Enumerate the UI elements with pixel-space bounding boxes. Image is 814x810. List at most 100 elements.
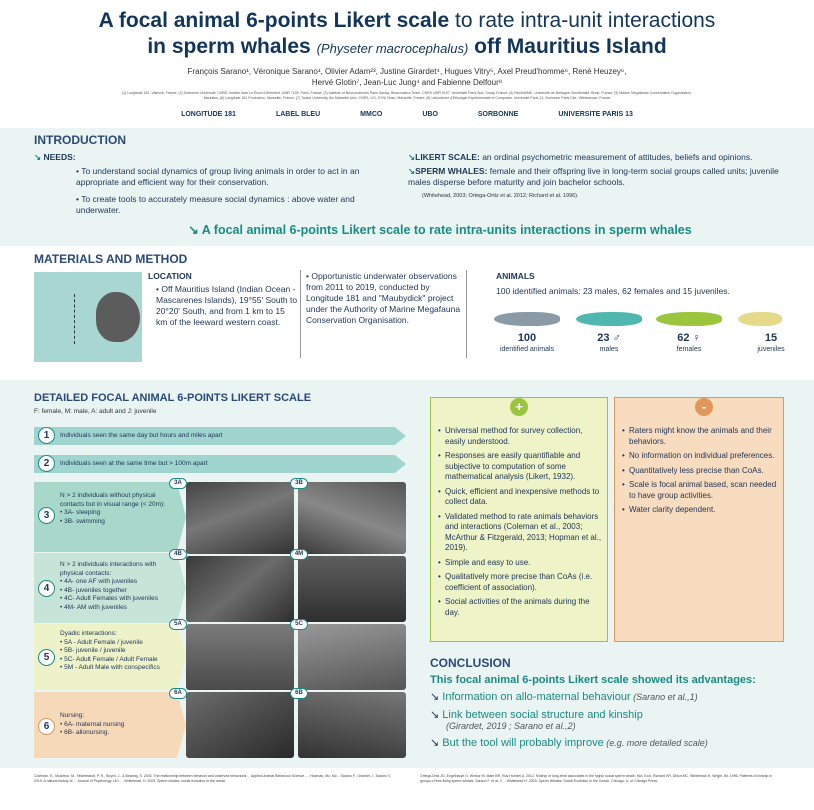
likert-row-2	[34, 455, 406, 473]
animal-count-label: juveniles	[757, 346, 785, 353]
photo-5a	[186, 624, 294, 690]
row-3-text: N > 2 individuals without physical conta…	[60, 492, 165, 525]
authors-line-1: François Sarano¹, Véronique Sarano¹, Oli…	[187, 67, 627, 76]
observation-text: • Opportunistic underwater observations …	[306, 271, 461, 325]
arrow-icon: ↘	[188, 223, 202, 237]
location-text: • Off Mauritius Island (Indian Ocean - M…	[156, 284, 298, 327]
row-2-text: Individuals seen at the same time but > …	[60, 460, 208, 467]
divider	[466, 270, 467, 358]
arrow-icon: ↘	[408, 152, 416, 162]
logo-row: LONGITUDE 181 LABEL BLEU MMCO UBO SORBON…	[0, 107, 814, 121]
logo-label-bleu: LABEL BLEU	[275, 110, 321, 118]
sperm-whale-refs: (Whitehead, 2003; Ortega-Ortiz et al. 20…	[422, 193, 579, 199]
divider	[300, 270, 301, 358]
title-part-c: in sperm whales	[147, 35, 317, 58]
advantage-item: Quick, efficient and inexpensive methods…	[438, 487, 603, 508]
tag-3b: 3B	[290, 478, 308, 489]
need-1: • To understand social dynamics of group…	[76, 166, 360, 187]
photo-3a	[186, 482, 294, 554]
needs-label: ↘ NEEDS:	[34, 152, 76, 162]
advantage-item: Simple and easy to use.	[438, 558, 603, 569]
affiliations: (1) Longitude 181, Valence, France; (2) …	[122, 91, 692, 100]
methods-heading: MATERIALS AND METHOD	[34, 252, 188, 266]
level-1-number: 1	[38, 427, 55, 444]
limitation-item: Scale is focal animal based, scan needed…	[622, 480, 780, 501]
arrow-icon: ↘	[408, 166, 416, 176]
likert-row-6-bg	[34, 692, 186, 758]
arrow-icon: ↘	[430, 691, 443, 703]
advantage-item: Responses are easily quantifiable and su…	[438, 451, 603, 483]
row-6-text: Nursing: • 6A- maternal nursing • 6B- al…	[60, 712, 125, 736]
animal-count-number: 100	[517, 332, 537, 344]
advantages-list: Universal method for survey collection, …	[438, 426, 603, 622]
likert-legend: F: female, M: male, A: adult and J: juve…	[34, 408, 157, 415]
likert-row-4-bg	[34, 553, 186, 623]
arrow-icon: ↘	[430, 737, 443, 749]
intro-banner: ↘ A focal animal 6-points Likert scale t…	[188, 223, 692, 237]
row-5-text: Dyadic interactions: • 5A - Adult Female…	[60, 630, 160, 671]
tag-4m: 4M	[290, 549, 308, 560]
limitation-item: Raters might know the animals and their …	[622, 426, 780, 447]
logo-paris13: UNIVERSITE PARIS 13	[558, 110, 633, 118]
likert-heading: DETAILED FOCAL ANIMAL 6-POINTS LIKERT SC…	[34, 392, 312, 404]
level-2-number: 2	[38, 455, 55, 472]
tag-3a: 3A	[169, 478, 187, 489]
conclusion-point-1: ↘ Information on allo-maternal behaviour…	[430, 691, 698, 703]
advantage-item: Universal method for survey collection, …	[438, 426, 603, 447]
animal-count-number: 15	[764, 332, 778, 344]
animal-count-label: males	[599, 346, 619, 353]
likert-row-5-bg	[34, 624, 186, 690]
plus-icon: +	[510, 398, 528, 416]
poster-header: A focal animal 6-points Likert scale to …	[0, 0, 814, 128]
conclusion-point-3: ↘ But the tool will probably improve (e.…	[430, 737, 708, 749]
advantage-item: Social activities of the animals during …	[438, 597, 603, 618]
conclusion-lead: This focal animal 6-points Likert scale …	[430, 674, 756, 686]
photo-6a	[186, 692, 294, 758]
photo-3b	[298, 482, 406, 554]
tag-6a: 6A	[169, 688, 187, 699]
study-area-lines	[74, 294, 94, 344]
conclusion-heading: CONCLUSION	[430, 656, 511, 670]
row-4-text: N > 2 individuals interactions with phys…	[60, 561, 159, 611]
animal-count-number: 23 ♂	[597, 332, 621, 344]
logo-longitude: LONGITUDE 181	[181, 110, 236, 118]
whale-icon	[494, 312, 560, 326]
animals-text: 100 identified animals: 23 males, 62 fem…	[496, 286, 730, 296]
introduction-section	[0, 128, 814, 246]
logo-ubo: UBO	[422, 110, 438, 118]
minus-icon: -	[695, 398, 713, 416]
level-5-number: 5	[38, 649, 55, 666]
likert-definition: ↘LIKERT SCALE: an ordinal psychometric m…	[408, 152, 753, 162]
animal-count-label: females	[676, 346, 702, 353]
title-species: (Physeter macrocephalus)	[316, 41, 469, 56]
references-right: Ortega-Ortiz JG, Engelhaupt D, Winsor M,…	[420, 774, 773, 783]
level-6-number: 6	[38, 718, 55, 735]
tag-6b: 6B	[290, 688, 308, 699]
references: Coleman, K., McArthur, M., Hildebrandt, …	[0, 770, 814, 810]
likert-row-3-bg	[34, 482, 186, 552]
authors: François Sarano¹, Véronique Sarano¹, Oli…	[0, 66, 814, 88]
arrow-icon: ↘	[430, 709, 443, 721]
references-left: Coleman, K., McArthur, M., Hildebrandt, …	[34, 774, 391, 783]
limitation-item: No information on individual preferences…	[622, 451, 780, 462]
tag-4b: 4B	[169, 549, 187, 560]
limitations-list: Raters might know the animals and their …	[622, 426, 780, 520]
whale-icon	[656, 312, 722, 326]
limitation-item: Water clarity dependent.	[622, 505, 780, 516]
level-3-number: 3	[38, 507, 55, 524]
whale-icon	[738, 312, 782, 326]
conclusion: CONCLUSION This focal animal 6-points Li…	[430, 656, 800, 749]
photo-4b	[186, 556, 294, 622]
title-part-a: A focal animal 6-points Likert scale	[98, 9, 450, 32]
tag-5c: 5C	[290, 619, 308, 630]
title-part-b: to rate intra-unit interactions	[449, 9, 716, 32]
conclusion-point-2-ref: (Girardet, 2019 ; Sarano et al.,2)	[446, 721, 576, 731]
authors-line-2: Hervé Glotin⁷, Jean-Luc Jung⁴ and Fabien…	[311, 78, 503, 87]
advantage-item: Qualitatively more precise than CoAs (i.…	[438, 572, 603, 593]
island-shape	[96, 292, 140, 342]
introduction-heading: INTRODUCTION	[34, 133, 126, 147]
logo-mmco: MMCO	[360, 110, 383, 118]
row-1-text: Individuals seen the same day but hours …	[60, 432, 223, 439]
need-2: • To create tools to accurately measure …	[76, 194, 355, 215]
photo-4m	[298, 556, 406, 622]
